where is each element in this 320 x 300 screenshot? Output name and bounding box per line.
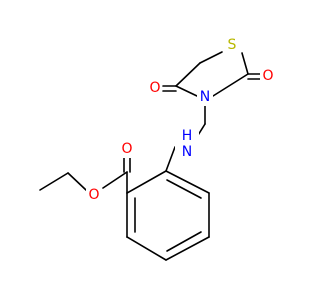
bond-c2-n (212, 73, 249, 97)
bond-ch2-s (199, 51, 223, 64)
nitrogen-label: N (200, 89, 210, 105)
bond-ar-1-2 (165, 170, 210, 194)
molecule-canvas: S O O N H N O O (39, 36, 276, 261)
bond-ch2-ch3 (39, 172, 69, 191)
hydrogen-label: H (182, 128, 193, 144)
bond-ar-3-4 (165, 236, 210, 261)
atom-o-carbonyl: O (119, 140, 135, 158)
oxygen-label: O (262, 68, 273, 84)
bond-s-c2 (241, 52, 249, 75)
bond-ar-4-5 (126, 236, 167, 261)
atom-o-ring-right: O (260, 67, 276, 85)
bond-c4-ch2 (175, 62, 201, 87)
atom-o-ring-left: O (148, 79, 162, 97)
bond-c-oester (102, 171, 128, 189)
atom-o-ester: O (86, 186, 102, 204)
bond-n-c4 (175, 85, 198, 97)
sulfur-label: S (228, 37, 237, 53)
oxygen-label: O (121, 141, 132, 157)
atom-s1: S (224, 36, 240, 54)
nitrogen-label: N (182, 144, 192, 160)
oxygen-label: O (149, 80, 160, 96)
molecule-structure: S O O N H N O O (39, 36, 276, 261)
bond-oester-ch2 (67, 172, 87, 191)
bond-ar-inner-a (166, 179, 202, 199)
oxygen-label: O (88, 187, 99, 203)
bond-nh-ar (165, 146, 176, 172)
bond-ar-inner-b (166, 231, 202, 252)
bond-ar-6-1 (126, 170, 167, 194)
atom-n1: N (197, 88, 213, 106)
atom-nh: H N (175, 128, 199, 161)
